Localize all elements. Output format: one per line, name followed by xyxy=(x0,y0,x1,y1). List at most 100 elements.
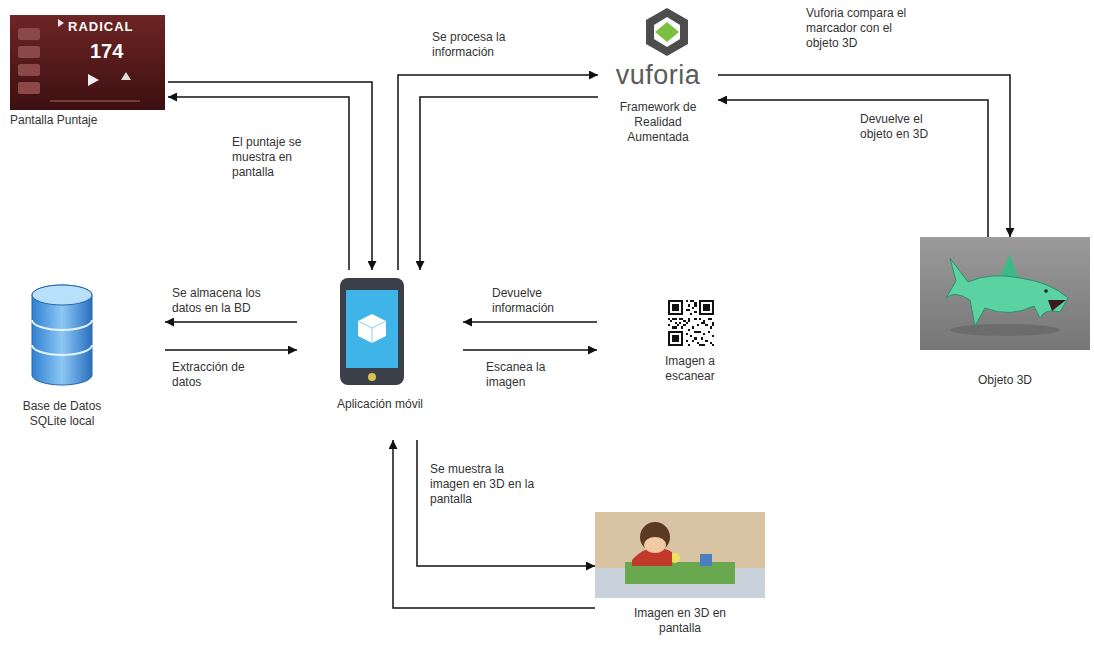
qr-code-part xyxy=(701,337,703,339)
qr-code-part xyxy=(712,335,714,337)
qr-code-part xyxy=(670,320,672,322)
phone-icon-part xyxy=(371,328,372,343)
flow-arrow xyxy=(168,97,349,270)
vuforia-logo-part xyxy=(646,8,688,56)
node-caption: Pantalla Puntaje xyxy=(10,113,160,128)
result-node: Imagen en 3D en pantalla xyxy=(595,510,765,655)
qr-code-part xyxy=(670,333,681,344)
edge-label: Vuforia compara el marcador con el objet… xyxy=(806,6,926,51)
database-cylinder xyxy=(32,285,92,385)
node-caption: Base de Datos SQLite local xyxy=(10,399,114,429)
score-screen-part xyxy=(58,19,64,27)
qr-code-part xyxy=(688,318,690,322)
vuforia-logo-part xyxy=(654,17,680,47)
qr-code-part xyxy=(679,318,683,320)
qr-code-part xyxy=(699,344,706,346)
qr-code-part xyxy=(688,304,690,306)
app-node: Aplicación móvil xyxy=(297,270,463,440)
edge-label: Devuelve el objeto en 3D xyxy=(860,112,950,142)
edge-label: Se almacena los datos en la BD xyxy=(172,286,284,316)
qr-code-part xyxy=(670,302,681,313)
flow-arrow xyxy=(718,75,1010,237)
score-screen-part xyxy=(18,46,40,58)
qr-code-part xyxy=(672,335,679,342)
shark-model-part xyxy=(920,237,1090,350)
database-cylinder-part xyxy=(32,285,92,385)
logo-wordmark: vuforia xyxy=(598,60,718,90)
qr-code-part xyxy=(710,326,712,328)
shark-model-part xyxy=(1000,254,1019,279)
flow-arrow xyxy=(168,82,372,270)
node-caption: Imagen a escanear xyxy=(650,354,730,384)
qr-code-part xyxy=(686,309,690,311)
qr-code-part xyxy=(712,344,714,346)
qr-code-part xyxy=(668,331,683,346)
phone-icon-part xyxy=(340,278,404,385)
child-photo-part xyxy=(700,554,712,566)
qr-code-part xyxy=(708,318,712,320)
qr-code-part xyxy=(699,300,714,315)
score-screen-part xyxy=(121,72,131,80)
qr-code-part xyxy=(705,340,707,342)
qr-code-part xyxy=(672,326,676,328)
score-screen-part xyxy=(18,28,40,40)
edge-label: Extracción de datos xyxy=(172,360,272,390)
flow-arrow xyxy=(420,97,598,270)
edge-label: El puntaje se muestra en pantalla xyxy=(232,135,322,180)
qr-code-part xyxy=(686,333,688,335)
qr-code-part xyxy=(668,324,670,326)
phone-icon-part xyxy=(358,321,386,328)
qr-code-part xyxy=(686,300,688,302)
flow-arrow xyxy=(165,321,297,323)
flow-arrow xyxy=(417,440,595,566)
score-screen-part xyxy=(88,74,99,86)
qr-code-part xyxy=(688,329,690,331)
node-caption: Aplicación móvil xyxy=(297,397,463,412)
flow-arrow xyxy=(463,321,597,323)
flow-arrow xyxy=(718,100,988,237)
qr-code-part xyxy=(681,326,683,328)
phone-icon-part xyxy=(346,290,398,368)
qr-code-part xyxy=(679,322,681,324)
qr-code-part xyxy=(694,318,696,320)
score-screen-part xyxy=(18,64,40,76)
score-screen-part xyxy=(50,100,140,102)
qr-code-part xyxy=(701,302,712,313)
database-cylinder-part xyxy=(32,320,92,330)
score-screen xyxy=(10,15,165,110)
shark-model-part xyxy=(1044,289,1048,293)
qr-code-part xyxy=(683,324,685,326)
edge-label: Se muestra la imagen en 3D en la pantall… xyxy=(430,462,540,507)
phone-icon-part xyxy=(358,314,386,343)
shark-model-part xyxy=(1048,300,1066,311)
qr-code-part xyxy=(703,304,710,311)
vuforia-logo xyxy=(646,8,688,56)
child-photo-part xyxy=(595,512,765,598)
shark-model-part xyxy=(946,258,1068,326)
qr-code-part xyxy=(694,331,701,333)
model-node: Objeto 3D xyxy=(920,237,1090,395)
node-caption: Framework de Realidad Aumentada xyxy=(608,100,708,145)
node-caption: Objeto 3D xyxy=(920,373,1090,388)
qr-code-part xyxy=(694,302,696,306)
shark-model-part xyxy=(950,324,1060,336)
qr-code-part xyxy=(692,307,694,309)
framework-node: vuforiaFramework de Realidad Aumentada xyxy=(598,12,718,152)
edge-label: Devuelve información xyxy=(492,286,587,316)
qr-code-part xyxy=(708,331,710,333)
qr-code-part xyxy=(688,344,690,346)
score-screen-part xyxy=(18,82,40,94)
qr-code-part xyxy=(668,318,670,320)
qr-code xyxy=(668,300,714,346)
qr-code-part xyxy=(692,326,694,328)
database-cylinder-part xyxy=(32,285,92,305)
qr-code-part xyxy=(694,337,696,339)
qr-code-part xyxy=(701,322,703,324)
qr-code-part xyxy=(694,311,696,313)
qr-code-part xyxy=(675,322,677,324)
qr-code-part xyxy=(703,320,705,324)
qr-code-part xyxy=(705,324,707,326)
qr-code-part xyxy=(692,340,694,342)
qr-code-part xyxy=(690,313,692,315)
